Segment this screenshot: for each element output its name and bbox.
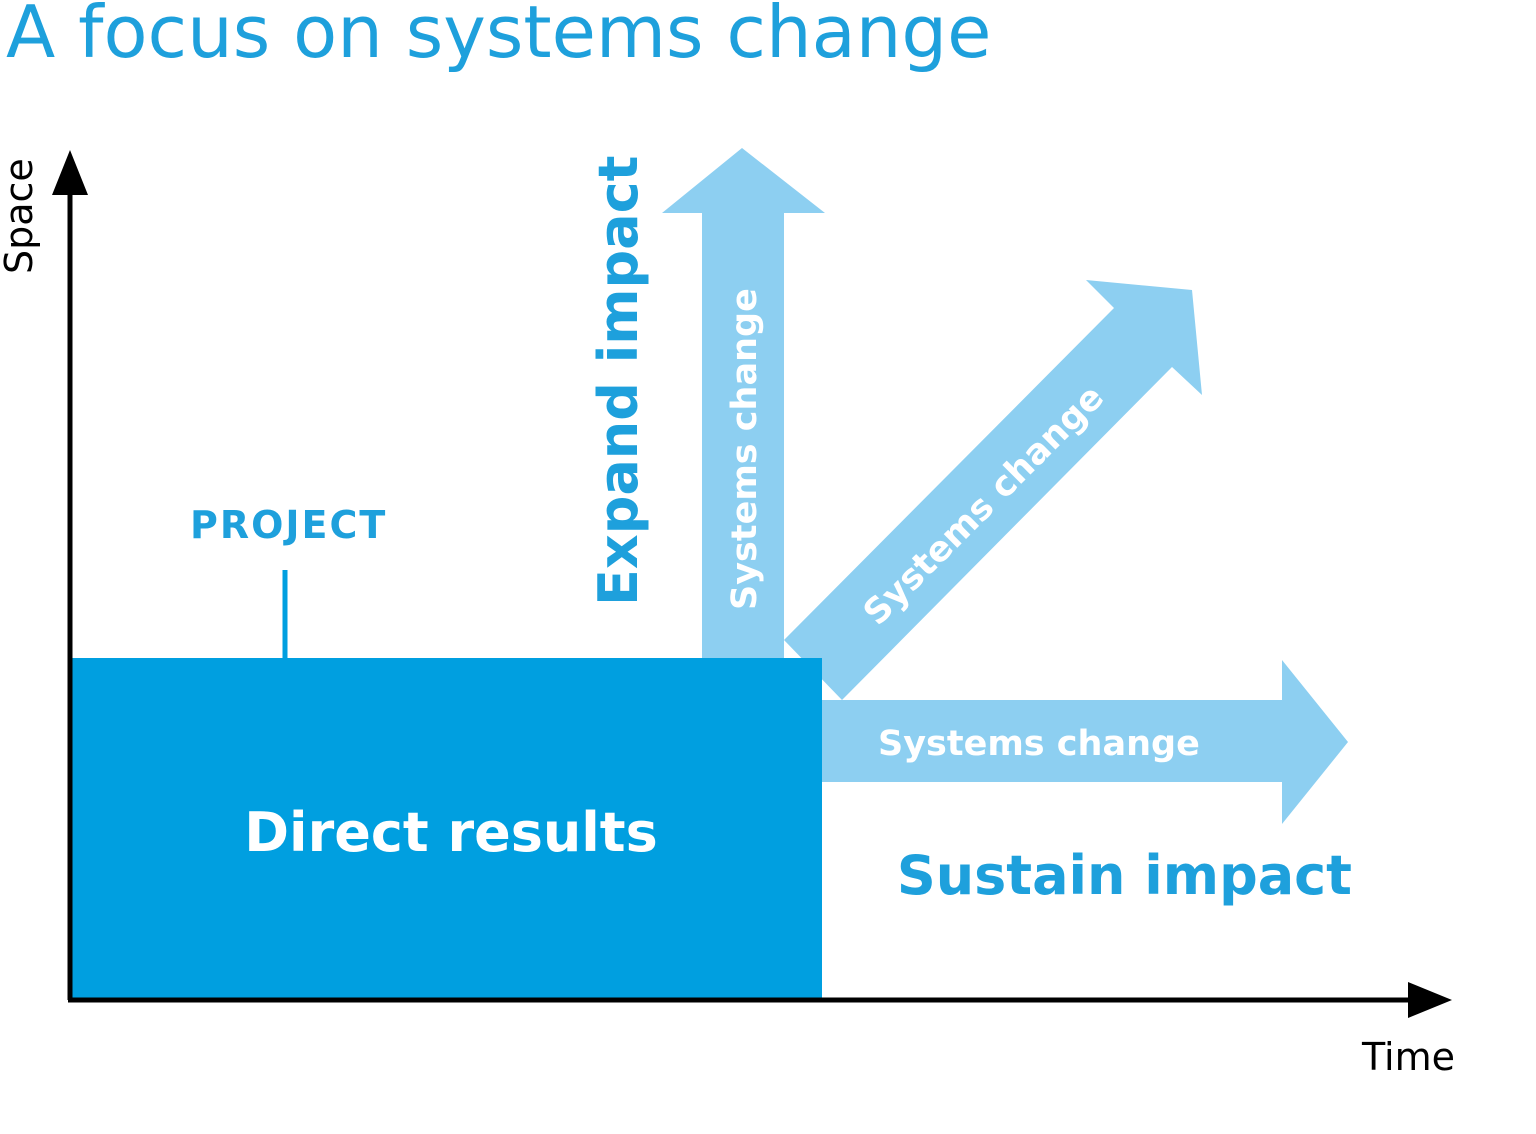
diagram-title: A focus on systems change xyxy=(6,0,991,74)
y-axis-label: Space xyxy=(0,158,41,274)
y-axis-arrowhead-icon xyxy=(52,150,88,195)
diagonal-arrow-label: Systems change xyxy=(856,378,1112,634)
project-label: PROJECT xyxy=(190,503,387,547)
direct-results-box xyxy=(72,658,822,1000)
x-axis-label: Time xyxy=(1361,1035,1455,1079)
vertical-arrow-label: Systems change xyxy=(725,288,765,610)
vertical-arrow xyxy=(662,148,825,662)
x-axis-arrowhead-icon xyxy=(1408,982,1452,1018)
direct-results-label: Direct results xyxy=(244,801,658,864)
expand-impact-label: Expand impact xyxy=(587,156,650,606)
horizontal-arrow-label: Systems change xyxy=(878,724,1200,764)
sustain-impact-label: Sustain impact xyxy=(897,844,1352,907)
diagonal-arrow xyxy=(784,280,1202,700)
horizontal-arrow xyxy=(820,660,1348,824)
